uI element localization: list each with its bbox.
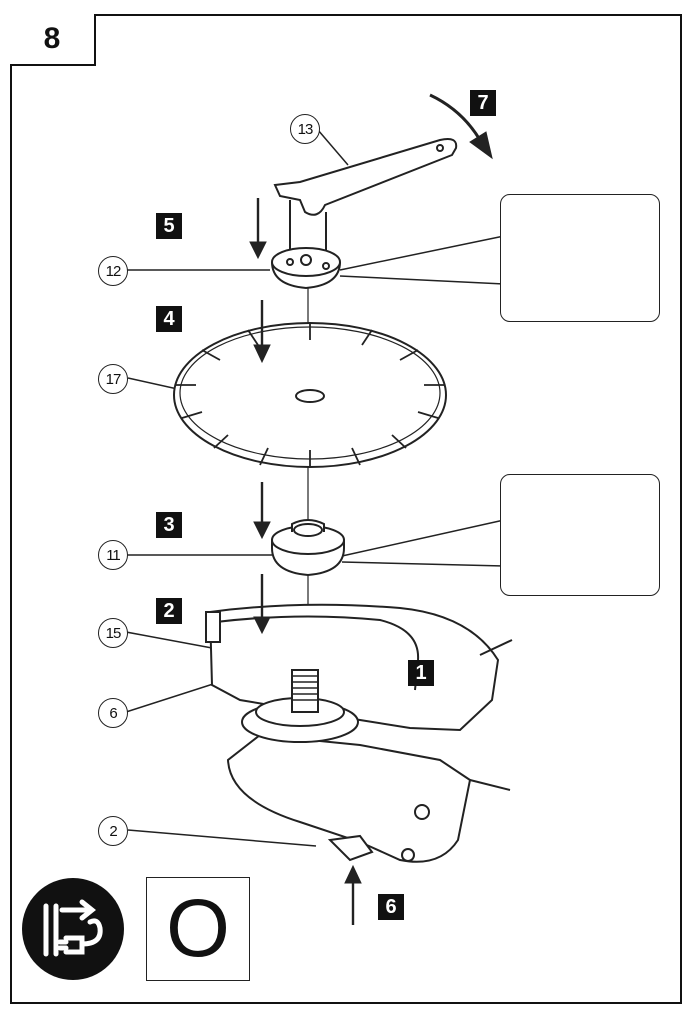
- callout-inner-flange: 11: [98, 540, 128, 570]
- step-5-marker: 5: [156, 213, 182, 239]
- unplug-icon: [22, 878, 124, 980]
- step-2-marker: 2: [156, 598, 182, 624]
- switch-off-symbol: O: [146, 877, 250, 981]
- callout-spindle: 6: [98, 698, 128, 728]
- callout-diamond-wheel: 17: [98, 364, 128, 394]
- step-1-marker: 1: [408, 660, 434, 686]
- arrow-down-icon: [249, 198, 271, 635]
- figure-number: 8: [10, 14, 96, 66]
- step-6-marker: 6: [378, 894, 404, 920]
- pin-wrench: [273, 138, 458, 266]
- rotation-arrow-icon: [429, 93, 493, 160]
- inner-flange: [271, 519, 345, 577]
- grinder-body: [226, 669, 511, 863]
- zoom-inset-inner-flange: [500, 474, 660, 596]
- outer-flange: [271, 247, 341, 290]
- zoom-inset-outer-flange: [500, 194, 660, 322]
- callout-wheel-guard: 15: [98, 618, 128, 648]
- callout-lock-button: 2: [98, 816, 128, 846]
- callout-wrench: 13: [290, 114, 320, 144]
- step-3-marker: 3: [156, 512, 182, 538]
- step-4-marker: 4: [156, 306, 182, 332]
- step-7-marker: 7: [470, 90, 496, 116]
- arrow-up-icon: [344, 864, 362, 925]
- figure-frame: [10, 14, 682, 1004]
- diamond-wheel: [173, 322, 447, 468]
- callout-outer-flange: 12: [98, 256, 128, 286]
